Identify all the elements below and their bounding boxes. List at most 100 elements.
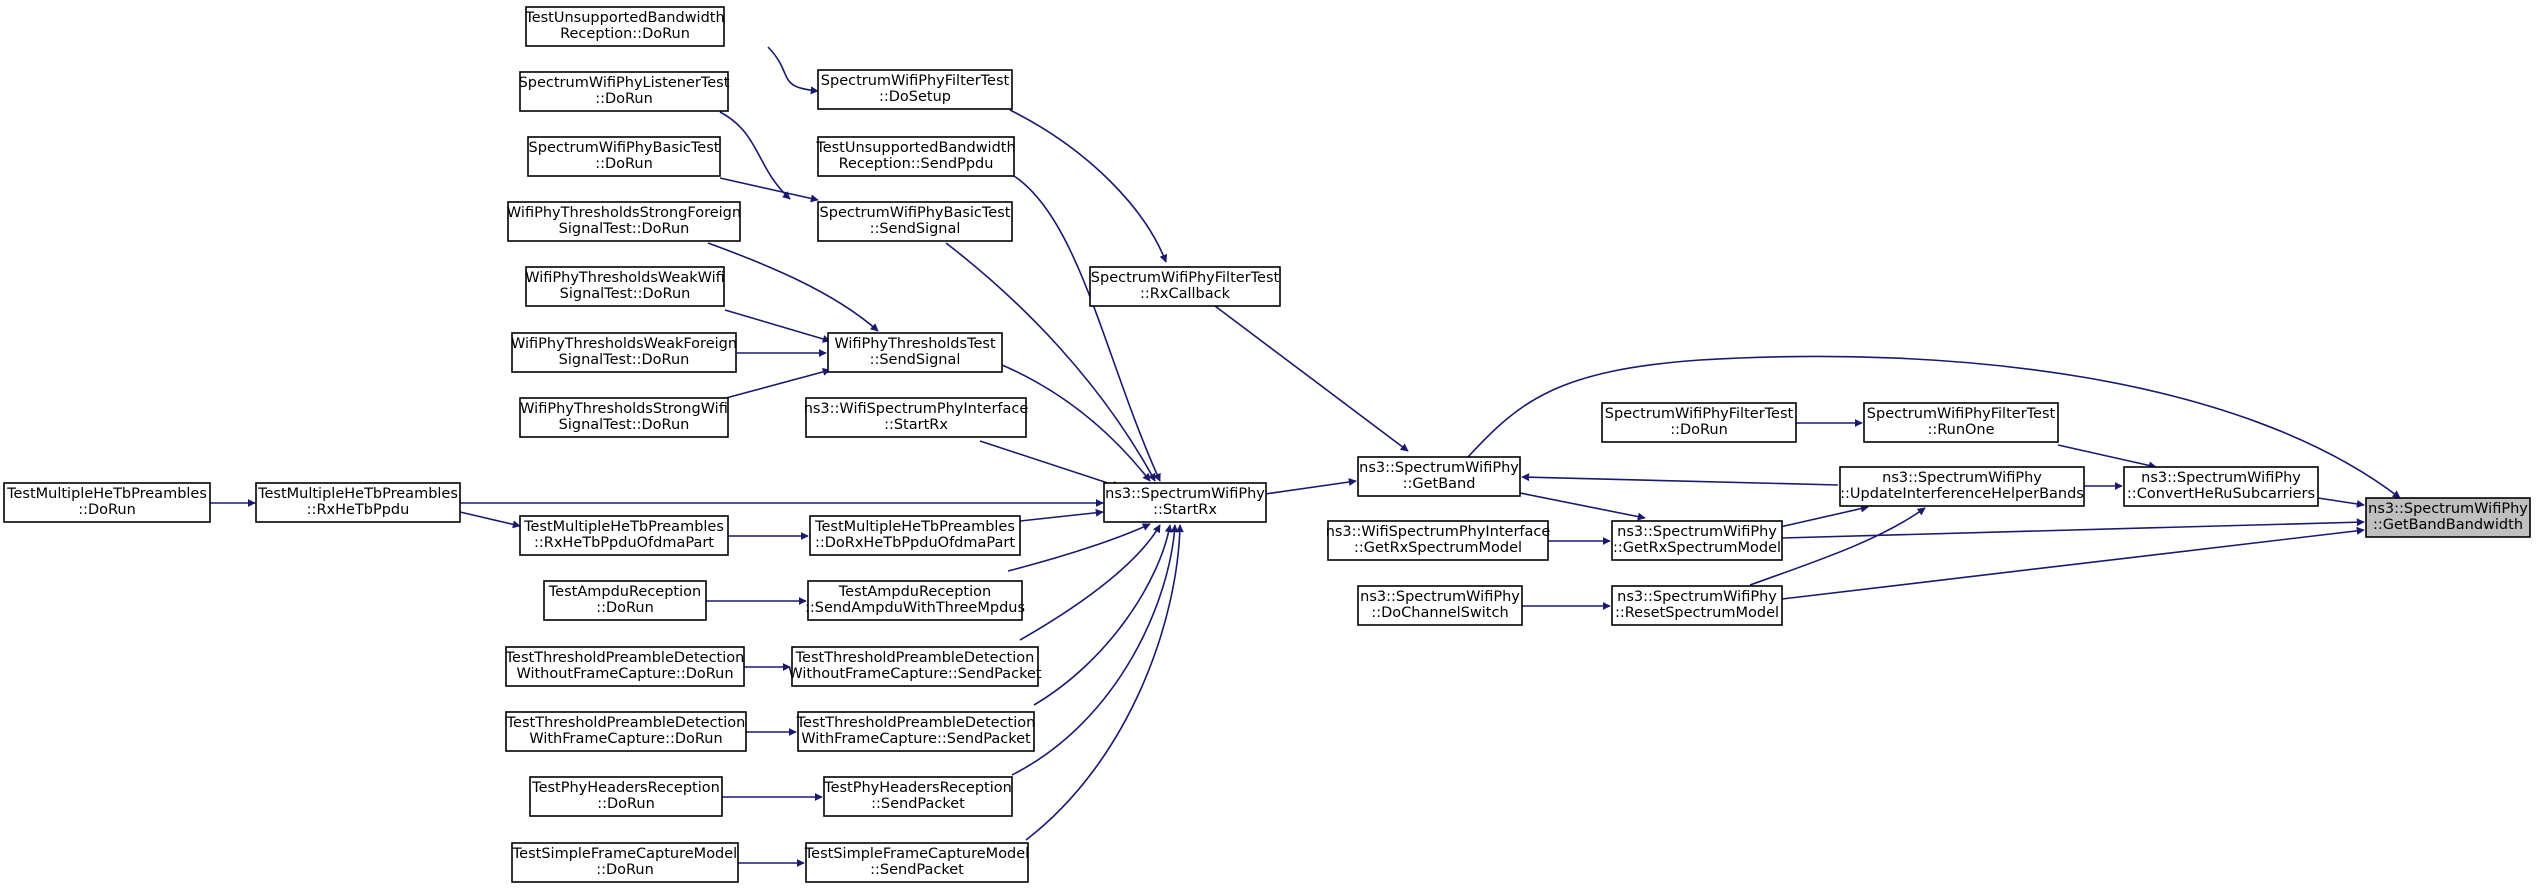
graph-node-wifispectrumphyinterface-getrxspectrummodel[interactable]: ns3::WifiSpectrumPhyInterface ::GetRxSpe… [1326,520,1551,561]
graph-node-testthresholdpreambledetection-withframecapture-dorun[interactable]: TestThresholdPreambleDetection WithFrame… [505,711,747,752]
svg-text:ns3::SpectrumWifiPhy: ns3::SpectrumWifiPhy [1882,470,2042,486]
graph-node-wifiphythresholdsweakforeignsignaltest-dorun[interactable]: WifiPhyThresholdsWeakForeign SignalTest:… [511,332,737,373]
edge-n25-n28 [1011,524,1179,776]
graph-node-wifispectrumphyinterface-startrx[interactable]: ns3::WifiSpectrumPhyInterface ::StartRx [804,397,1029,438]
edge-n33-n38 [1781,518,2365,539]
graph-node-spectrumwifiphy-updateinterferencehelperbands[interactable]: ns3::SpectrumWifiPhy ::UpdateInterferenc… [1839,466,2085,507]
svg-text:WifiPhyThresholdsWeakWifi: WifiPhyThresholdsWeakWifi [525,270,725,286]
graph-node-testmultiplehetbpreambles-rxhetbppdu[interactable]: TestMultipleHeTbPreambles ::RxHeTbPpdu [255,482,461,523]
edge-n21-n28 [1019,508,1104,522]
svg-text:TestThresholdPreambleDetection: TestThresholdPreambleDetection [506,715,746,731]
svg-text:WithFrameCapture::DoRun: WithFrameCapture::DoRun [529,731,722,747]
graph-node-spectrumwifiphylistenertest-dorun[interactable]: SpectrumWifiPhyListenerTest ::DoRun [519,71,730,112]
graph-node-wifiphythresholdstest-sendsignal[interactable]: WifiPhyThresholdsTest ::SendSignal [827,332,1003,373]
edge-n34-n38 [1781,526,2365,600]
svg-text:TestMultipleHeTbPreambles: TestMultipleHeTbPreambles [523,519,724,535]
svg-text:TestThresholdPreambleDetection: TestThresholdPreambleDetection [505,650,745,666]
svg-text:TestUnsupportedBandwidth: TestUnsupportedBandwidth [815,140,1015,156]
svg-text:TestMultipleHeTbPreambles: TestMultipleHeTbPreambles [257,486,458,502]
graph-node-spectrumwifiphyfiltertest-dosetup[interactable]: SpectrumWifiPhyFilterTest ::DoSetup [817,69,1013,110]
graph-node-testampdureception-sendampduwiththreempdus[interactable]: TestAmpduReception ::SendAmpduWithThreeM… [805,580,1025,621]
svg-text:::DoRxHeTbPpduOfdmaPart: ::DoRxHeTbPpduOfdmaPart [815,535,1015,551]
svg-text:WifiPhyThresholdsStrongWifi: WifiPhyThresholdsStrongWifi [520,401,728,417]
svg-text:::DoRun: ::DoRun [1670,422,1728,438]
svg-text:TestSimpleFrameCaptureModel: TestSimpleFrameCaptureModel [512,846,737,862]
graph-node-spectrumwifiphyfiltertest-rxcallback[interactable]: SpectrumWifiPhyFilterTest ::RxCallback [1089,266,1281,307]
svg-text:SpectrumWifiPhyBasicTest: SpectrumWifiPhyBasicTest [529,140,720,156]
graph-node-spectrumwifiphybasictest-dorun[interactable]: SpectrumWifiPhyBasicTest ::DoRun [527,136,721,177]
graph-node-testsimpleframecapturemodel-dorun[interactable]: TestSimpleFrameCaptureModel ::DoRun [511,842,739,883]
graph-node-testphyheadersreception-sendpacket[interactable]: TestPhyHeadersReception ::SendPacket [823,776,1013,817]
svg-text:SpectrumWifiPhyBasicTest: SpectrumWifiPhyBasicTest [820,205,1011,221]
svg-text:ns3::SpectrumWifiPhy: ns3::SpectrumWifiPhy [1360,589,1520,605]
svg-text:::RxHeTbPpduOfdmaPart: ::RxHeTbPpduOfdmaPart [534,535,714,551]
svg-text:::SendPacket: ::SendPacket [870,862,964,878]
graph-node-testsimpleframecapturemodel-sendpacket[interactable]: TestSimpleFrameCaptureModel ::SendPacket [804,842,1029,883]
edge-n1-n17 [767,46,819,95]
svg-text:Reception::DoRun: Reception::DoRun [560,26,690,42]
edge-n37-n38 [2317,497,2365,508]
graph-node-testampdureception-dorun[interactable]: TestAmpduReception ::DoRun [543,580,707,621]
edge-n5-n19 [724,309,831,343]
edge-n23-n28 [1019,524,1161,641]
graph-node-spectrumwifiphy-resetspectrummodel[interactable]: ns3::SpectrumWifiPhy ::ResetSpectrumMode… [1611,585,1783,626]
svg-text:WifiPhyThresholdsWeakForeign: WifiPhyThresholdsWeakForeign [511,336,737,352]
svg-text:::SendPacket: ::SendPacket [871,796,965,812]
svg-text:::DoRun: ::DoRun [596,862,654,878]
graph-node-testthresholdpreambledetection-withoutframecapture-dorun[interactable]: TestThresholdPreambleDetection WithoutFr… [505,646,745,687]
svg-text:::GetRxSpectrumModel: ::GetRxSpectrumModel [1354,540,1522,556]
graph-node-testthresholdpreambledetection-withoutframecapture-sendpacket[interactable]: TestThresholdPreambleDetection WithoutFr… [788,646,1042,687]
edge-n9-n10 [459,511,521,529]
svg-text:::SendAmpduWithThreeMpdus: ::SendAmpduWithThreeMpdus [805,600,1025,616]
edge-n19-n28 [1001,364,1151,482]
graph-node-testmultiplehetbpreambles-dorxhetbppduofdmapart[interactable]: TestMultipleHeTbPreambles ::DoRxHeTbPpdu… [809,515,1021,556]
graph-node-testunsupportedbandwidth-reception-dorun[interactable]: TestUnsupportedBandwidth Reception::DoRu… [524,6,725,47]
svg-text:TestThresholdPreambleDetection: TestThresholdPreambleDetection [795,650,1035,666]
graph-node-spectrumwifiphy-getrxspectrummodel[interactable]: ns3::SpectrumWifiPhy ::GetRxSpectrumMode… [1611,520,1783,561]
graph-node-testunsupportedbandwidth-reception-sendppdu[interactable]: TestUnsupportedBandwidth Reception::Send… [815,136,1016,177]
svg-text:ns3::WifiSpectrumPhyInterface: ns3::WifiSpectrumPhyInterface [804,401,1029,417]
graph-node-testmultiplehetbpreambles-dorun[interactable]: TestMultipleHeTbPreambles ::DoRun [3,482,211,523]
svg-text:ns3::SpectrumWifiPhy: ns3::SpectrumWifiPhy [1617,589,1777,605]
graph-node-testmultiplehetbpreambles-rxhetbppduofdmapart[interactable]: TestMultipleHeTbPreambles ::RxHeTbPpduOf… [519,515,729,556]
graph-node-spectrumwifiphy-getbandbandwidth[interactable]: ns3::SpectrumWifiPhy ::GetBandBandwidth [2365,497,2531,538]
svg-text:::DoSetup: ::DoSetup [879,89,951,105]
graph-node-wifiphythresholdsweakwifisignaltest-dorun[interactable]: WifiPhyThresholdsWeakWifi SignalTest::Do… [525,266,725,307]
edge-n22-n28 [1007,523,1151,572]
svg-text:WithoutFrameCapture::DoRun: WithoutFrameCapture::DoRun [516,666,733,682]
edge-n7-n19 [725,368,831,399]
svg-text:::RxHeTbPpdu: ::RxHeTbPpdu [307,502,410,518]
svg-text:WithoutFrameCapture::SendPacke: WithoutFrameCapture::SendPacket [788,666,1042,682]
graph-node-spectrumwifiphyfiltertest-dorun[interactable]: SpectrumWifiPhyFilterTest ::DoRun [1601,402,1797,443]
svg-text:Reception::SendPpdu: Reception::SendPpdu [839,156,994,172]
svg-text:ns3::SpectrumWifiPhy: ns3::SpectrumWifiPhy [2368,501,2528,517]
graph-node-spectrumwifiphy-convertherusubcarriers[interactable]: ns3::SpectrumWifiPhy ::ConvertHeRuSubcar… [2123,466,2319,507]
svg-text:::DoRun: ::DoRun [597,796,655,812]
edge-n26-n28 [1025,524,1184,841]
graph-node-testphyheadersreception-dorun[interactable]: TestPhyHeadersReception ::DoRun [529,776,723,817]
graph-node-wifiphythresholdsstrongforeignsignaltest-dorun[interactable]: WifiPhyThresholdsStrongForeign SignalTes… [507,201,741,242]
svg-text:::DoChannelSwitch: ::DoChannelSwitch [1371,605,1508,621]
svg-text:WifiPhyThresholdsStrongForeign: WifiPhyThresholdsStrongForeign [507,205,741,221]
graph-node-spectrumwifiphyfiltertest-runone[interactable]: SpectrumWifiPhyFilterTest ::RunOne [1863,402,2059,443]
edge-n29-n38 [1467,355,2401,499]
svg-text:TestMultipleHeTbPreambles: TestMultipleHeTbPreambles [6,486,207,502]
svg-text:::DoRun: ::DoRun [596,600,654,616]
edge-n36-n29 [1521,473,1839,486]
graph-node-spectrumwifiphy-startrx[interactable]: ns3::SpectrumWifiPhy ::StartRx [1103,482,1267,523]
svg-text:::ConvertHeRuSubcarriers: ::ConvertHeRuSubcarriers [2127,486,2315,502]
svg-text:::ResetSpectrumModel: ::ResetSpectrumModel [1615,605,1779,621]
graph-node-spectrumwifiphy-dochannelswitch[interactable]: ns3::SpectrumWifiPhy ::DoChannelSwitch [1357,585,1523,626]
graph-node-spectrumwifiphy-getband[interactable]: ns3::SpectrumWifiPhy ::GetBand [1357,456,1521,497]
svg-text:TestAmpduReception: TestAmpduReception [838,584,991,600]
graph-node-wifiphythresholdsstrongwifisignaltest-dorun[interactable]: WifiPhyThresholdsStrongWifi SignalTest::… [519,397,729,438]
graph-node-testthresholdpreambledetection-withframecapture-sendpacket[interactable]: TestThresholdPreambleDetection WithFrame… [796,711,1036,752]
svg-text:SignalTest::DoRun: SignalTest::DoRun [559,352,690,368]
svg-text:::DoRun: ::DoRun [595,156,653,172]
edge-n2-n18 [719,111,791,200]
graph-node-spectrumwifiphybasictest-sendsignal[interactable]: SpectrumWifiPhyBasicTest ::SendSignal [817,201,1013,242]
edge-n34-n36 [1749,507,1926,586]
svg-text:TestAmpduReception: TestAmpduReception [548,584,701,600]
svg-text:::UpdateInterferenceHelperBand: ::UpdateInterferenceHelperBands [1840,486,2084,502]
edge-n17-n28 [1013,175,1161,482]
